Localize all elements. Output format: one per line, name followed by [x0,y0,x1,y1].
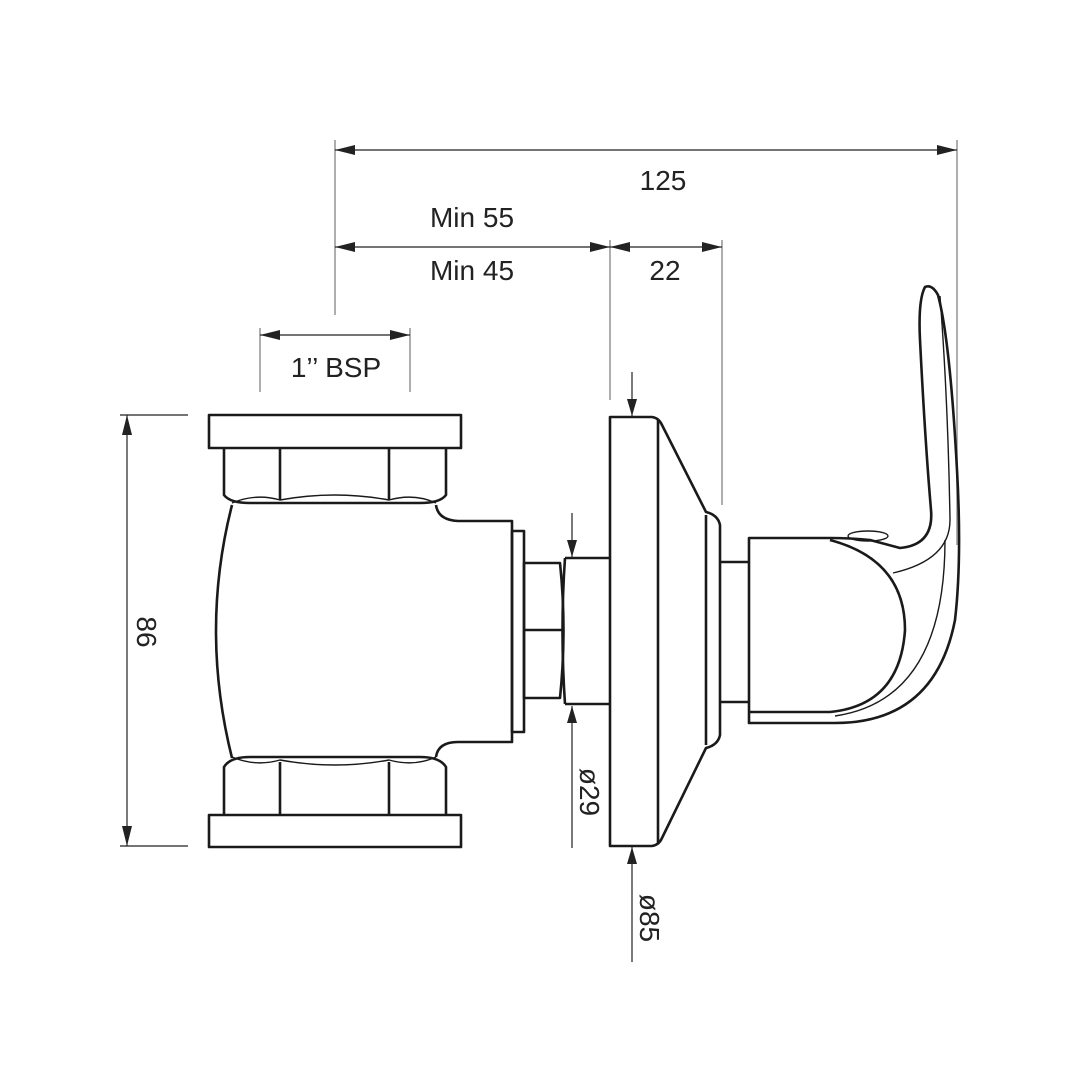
bottom-flange [207,813,463,849]
dimension-label-85: ø85 [634,894,665,942]
pipe [561,556,610,706]
dimension-min-depth: Min 55 Min 45 22 [335,202,722,286]
extension-lines [120,140,958,847]
dimension-plate-diameter: ø85 [627,372,665,962]
escutcheon-plate [608,415,722,848]
dimension-86: 86 [122,415,162,846]
valve-body [207,413,610,849]
dimension-label-bsp: 1’’ BSP [291,352,381,383]
dimension-label-min-45: Min 45 [430,255,514,286]
dimension-label-86: 86 [131,616,162,647]
bottom-hex-nut [222,755,448,815]
outlet-flange [510,529,526,734]
dimension-pipe-diameter: ø29 [567,513,605,848]
top-hex-nut [222,448,448,505]
dimension-label-22: 22 [649,255,680,286]
top-flange [207,413,463,450]
dimension-label-29: ø29 [574,768,605,816]
dimension-label-125: 125 [640,165,687,196]
dimension-125: 125 [335,145,957,196]
dimension-thread: 1’’ BSP [260,330,410,383]
body-outlet [434,504,514,758]
dimension-label-min-55: Min 55 [430,202,514,233]
body-left-curve [214,504,234,759]
lever-handle [720,285,961,725]
